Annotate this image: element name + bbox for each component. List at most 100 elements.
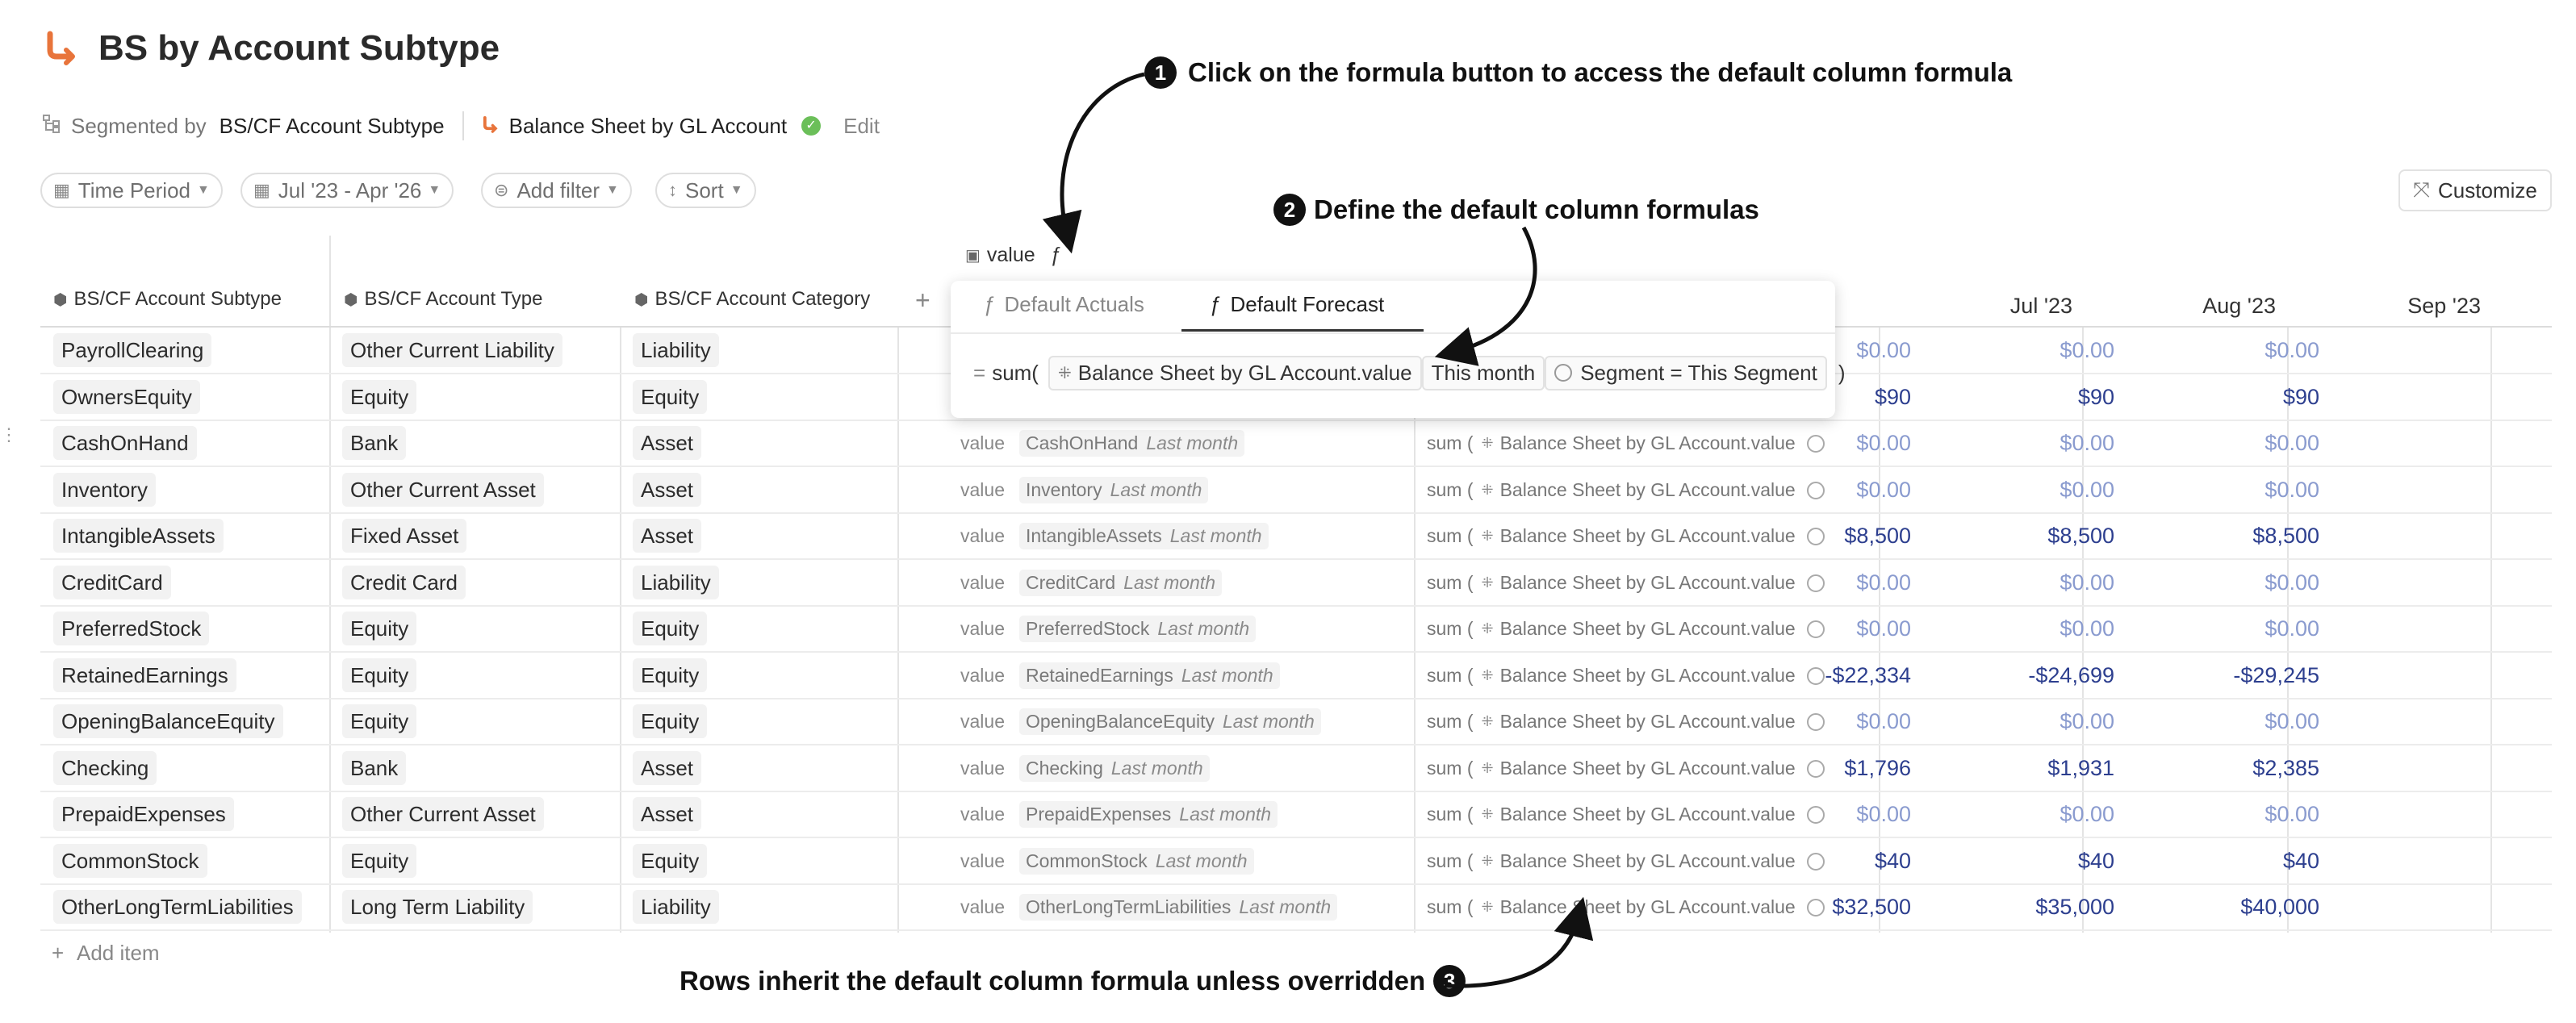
row-category[interactable]: Asset bbox=[633, 426, 702, 460]
row-category[interactable]: Asset bbox=[633, 519, 702, 553]
row-inherited-formula[interactable]: sum (⁜Balance Sheet by GL Account.value bbox=[1427, 606, 1825, 652]
column-header-month[interactable]: Aug '23 bbox=[2202, 294, 2276, 318]
row-category[interactable]: Equity bbox=[633, 658, 708, 692]
value-cell[interactable]: $1,796 bbox=[1844, 756, 1911, 780]
row-inherited-formula[interactable]: sum (⁜Balance Sheet by GL Account.value bbox=[1427, 467, 1825, 513]
value-cell[interactable]: $40 bbox=[1874, 849, 1911, 873]
row-subtype[interactable]: RetainedEarnings bbox=[53, 658, 236, 692]
column-header-month[interactable]: Sep '23 bbox=[2407, 294, 2481, 318]
row-category[interactable]: Equity bbox=[633, 612, 708, 645]
row-type[interactable]: Other Current Asset bbox=[342, 797, 544, 831]
value-cell[interactable]: $0.00 bbox=[2264, 709, 2319, 733]
value-cell[interactable]: $0.00 bbox=[2060, 338, 2114, 362]
value-cell[interactable]: $40,000 bbox=[2240, 895, 2319, 919]
customize-button[interactable]: ⤧ Customize bbox=[2398, 169, 2552, 211]
value-cell[interactable]: $0.00 bbox=[2060, 616, 2114, 641]
value-cell[interactable]: $0.00 bbox=[2264, 431, 2319, 455]
row-inherited-formula[interactable]: sum (⁜Balance Sheet by GL Account.value bbox=[1427, 513, 1825, 559]
formula-segment-filter[interactable]: Segment = This Segment bbox=[1545, 355, 1827, 390]
column-header-category[interactable]: ⬢ BS/CF Account Category bbox=[634, 288, 871, 310]
value-cell[interactable]: $0.00 bbox=[2264, 570, 2319, 595]
row-type[interactable]: Credit Card bbox=[342, 566, 466, 599]
row-subtype[interactable]: CommonStock bbox=[53, 844, 207, 878]
value-cell[interactable]: $0.00 bbox=[1856, 709, 1911, 733]
row-subtype[interactable]: PreferredStock bbox=[53, 612, 210, 645]
value-cell[interactable]: $90 bbox=[1874, 385, 1911, 409]
row-category[interactable]: Equity bbox=[633, 380, 708, 414]
value-cell[interactable]: $0.00 bbox=[2060, 709, 2114, 733]
value-cell[interactable]: $0.00 bbox=[1856, 431, 1911, 455]
value-cell[interactable]: $2,385 bbox=[2252, 756, 2319, 780]
segmented-by-value[interactable]: BS/CF Account Subtype bbox=[219, 113, 445, 138]
row-inherited-formula[interactable]: sum (⁜Balance Sheet by GL Account.value bbox=[1427, 745, 1825, 791]
value-cell[interactable]: $90 bbox=[2077, 385, 2114, 409]
row-subtype[interactable]: CashOnHand bbox=[53, 426, 197, 460]
row-category[interactable]: Asset bbox=[633, 751, 702, 785]
row-type[interactable]: Equity bbox=[342, 704, 417, 738]
value-cell[interactable]: $0.00 bbox=[2060, 431, 2114, 455]
column-header-type[interactable]: ⬢ BS/CF Account Type bbox=[344, 288, 543, 310]
add-column-button[interactable]: + bbox=[915, 286, 930, 315]
row-category[interactable]: Liability bbox=[633, 566, 719, 599]
value-cell[interactable]: $8,500 bbox=[2047, 524, 2114, 548]
row-type[interactable]: Other Current Liability bbox=[342, 333, 562, 367]
row-type[interactable]: Equity bbox=[342, 844, 417, 878]
row-category[interactable]: Liability bbox=[633, 333, 719, 367]
row-type[interactable]: Bank bbox=[342, 751, 407, 785]
row-type[interactable]: Fixed Asset bbox=[342, 519, 467, 553]
row-category[interactable]: Asset bbox=[633, 473, 702, 507]
row-category[interactable]: Asset bbox=[633, 797, 702, 831]
value-cell[interactable]: $8,500 bbox=[1844, 524, 1911, 548]
row-inherited-formula[interactable]: sum (⁜Balance Sheet by GL Account.value bbox=[1427, 884, 1825, 930]
row-type[interactable]: Long Term Liability bbox=[342, 890, 533, 924]
value-cell[interactable]: $1,931 bbox=[2047, 756, 2114, 780]
value-cell[interactable]: $0.00 bbox=[2264, 802, 2319, 826]
row-inherited-formula[interactable]: sum (⁜Balance Sheet by GL Account.value bbox=[1427, 653, 1825, 699]
row-subtype[interactable]: OpeningBalanceEquity bbox=[53, 704, 283, 738]
value-cell[interactable]: $32,500 bbox=[1832, 895, 1911, 919]
row-subtype[interactable]: Checking bbox=[53, 751, 157, 785]
value-cell[interactable]: $0.00 bbox=[1856, 570, 1911, 595]
source-model-link[interactable]: Balance Sheet by GL Account bbox=[508, 113, 788, 138]
row-subtype[interactable]: OwnersEquity bbox=[53, 380, 200, 414]
row-category[interactable]: Equity bbox=[633, 704, 708, 738]
drag-handle-icon[interactable]: ⋮ bbox=[0, 424, 18, 445]
default-forecast-formula[interactable]: = sum( ⁜ Balance Sheet by GL Account.val… bbox=[973, 355, 1846, 390]
value-cell[interactable]: $0.00 bbox=[2264, 616, 2319, 641]
row-type[interactable]: Equity bbox=[342, 380, 417, 414]
column-header-value[interactable]: ▣ value ƒ bbox=[965, 244, 1061, 266]
column-header-month[interactable]: Jul '23 bbox=[2009, 294, 2072, 318]
value-cell[interactable]: $40 bbox=[2282, 849, 2319, 873]
value-cell[interactable]: $0.00 bbox=[2060, 802, 2114, 826]
add-filter-button[interactable]: ⊜ Add filter ▼ bbox=[481, 173, 632, 208]
value-cell[interactable]: -$29,245 bbox=[2233, 663, 2319, 687]
row-inherited-formula[interactable]: sum (⁜Balance Sheet by GL Account.value bbox=[1427, 420, 1825, 466]
value-cell[interactable]: $0.00 bbox=[1856, 802, 1911, 826]
formula-reference[interactable]: ⁜ Balance Sheet by GL Account.value bbox=[1048, 355, 1422, 390]
row-type[interactable]: Equity bbox=[342, 658, 417, 692]
time-period-filter[interactable]: ▦ Time Period ▼ bbox=[40, 173, 223, 208]
value-cell[interactable]: $0.00 bbox=[2264, 478, 2319, 502]
